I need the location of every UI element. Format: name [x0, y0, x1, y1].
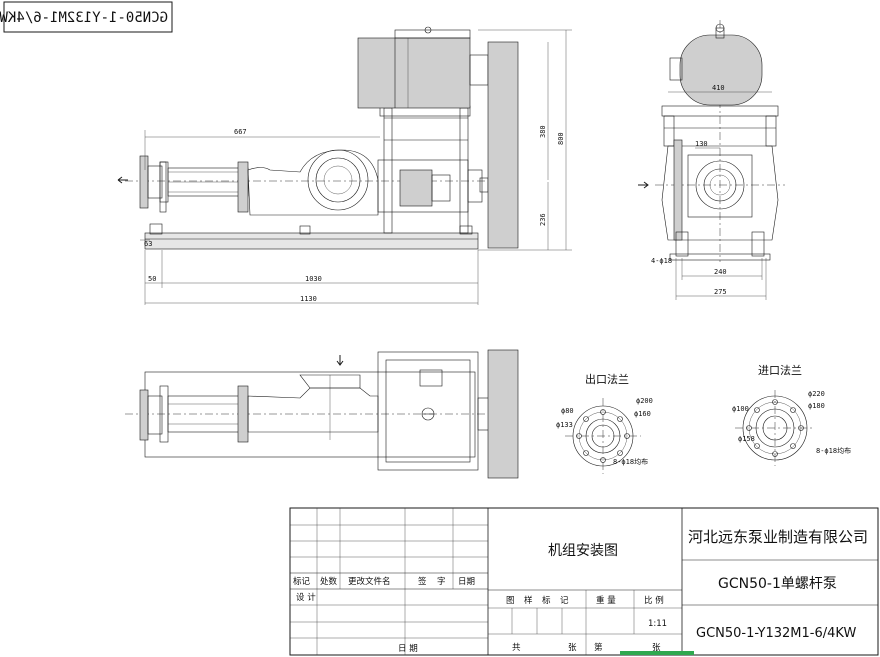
sheet-no-label: 第: [594, 642, 603, 653]
inlet-holes: 8-ϕ18均布: [816, 446, 851, 455]
rev-header-3: 签: [418, 576, 427, 587]
outlet-d-outer: ϕ200: [636, 397, 653, 405]
dim-50: 50: [148, 275, 156, 283]
top-view: [125, 349, 519, 479]
inlet-d-inner: ϕ100: [732, 405, 749, 413]
dim-275: 275: [714, 288, 727, 296]
inlet-d-raised: ϕ158: [738, 435, 755, 443]
dim-667: 667: [234, 128, 247, 136]
inlet-d-bolt: ϕ180: [808, 402, 825, 410]
mark-header-2: 标: [542, 595, 551, 606]
dim-1130: 1130: [300, 295, 317, 303]
inlet-d-outer: ϕ220: [808, 390, 825, 398]
date-label: 日 期: [398, 644, 418, 654]
rev-header-5: 日期: [458, 577, 475, 587]
dim-1030: 1030: [305, 275, 322, 283]
outlet-d-bolt: ϕ160: [634, 410, 651, 418]
dim-63: 63: [144, 240, 152, 248]
mirrored-stamp: GCN50-1-Y132M1-6/4KW: [0, 1, 173, 33]
drawing-title: 机组安装图: [548, 543, 618, 559]
weight-label: 重 量: [596, 595, 616, 606]
outlet-flange-title: 出口法兰: [585, 372, 629, 386]
scale-label: 比 例: [644, 595, 664, 606]
model-number: GCN50-1-Y132M1-6/4KW: [696, 626, 856, 641]
scale-value: 1:11: [648, 619, 667, 629]
mark-header-1: 样: [524, 595, 533, 606]
rev-header-4: 字: [437, 576, 446, 587]
design-label: 设 计: [296, 592, 316, 603]
rev-header-2: 更改文件名: [348, 576, 391, 587]
company-name: 河北远东泵业制造有限公司: [688, 528, 868, 546]
dim-410: 410: [712, 84, 725, 92]
mark-header-3: 记: [560, 596, 569, 606]
rev-header-1: 处数: [320, 576, 338, 587]
sheet-total-unit: 张: [568, 643, 577, 653]
sheet-no-unit: 张: [652, 643, 661, 653]
inlet-flange-title: 进口法兰: [758, 363, 802, 377]
title-block: 标记 处数 更改文件名 签 字 日期 设 计 日 期 机组安装图 图 样 标 记…: [289, 507, 879, 656]
side-view: 410 130 4-ϕ18 240 275: [638, 20, 785, 300]
outlet-holes: 8-ϕ18均布: [613, 457, 648, 466]
status-indicator: [620, 651, 694, 655]
sheet-total-label: 共: [512, 643, 521, 653]
dim-236: 236: [539, 213, 547, 226]
outlet-flange: 出口法兰 ϕ200 ϕ160 ϕ80 ϕ133 8-ϕ18均布: [556, 372, 653, 474]
outlet-d-raised: ϕ133: [556, 421, 573, 429]
dim-800: 800: [557, 132, 565, 145]
dim-4-holes: 4-ϕ18: [651, 257, 672, 265]
outlet-d-inner: ϕ80: [561, 407, 574, 415]
inlet-flange: 进口法兰 ϕ220 ϕ180 ϕ100 ϕ158 8-ϕ18均布: [732, 363, 851, 466]
front-view: 667 1030 50 1130 63 380 800 236: [117, 26, 572, 305]
dim-380: 380: [539, 125, 547, 138]
dim-240: 240: [714, 268, 727, 276]
rev-header-0: 标记: [293, 576, 311, 587]
dim-130: 130: [695, 140, 708, 148]
mark-header-0: 图: [506, 596, 515, 606]
mirrored-stamp-text: GCN50-1-Y132M1-6/4KW: [0, 10, 168, 26]
product-name: GCN50-1单螺杆泵: [718, 576, 837, 592]
